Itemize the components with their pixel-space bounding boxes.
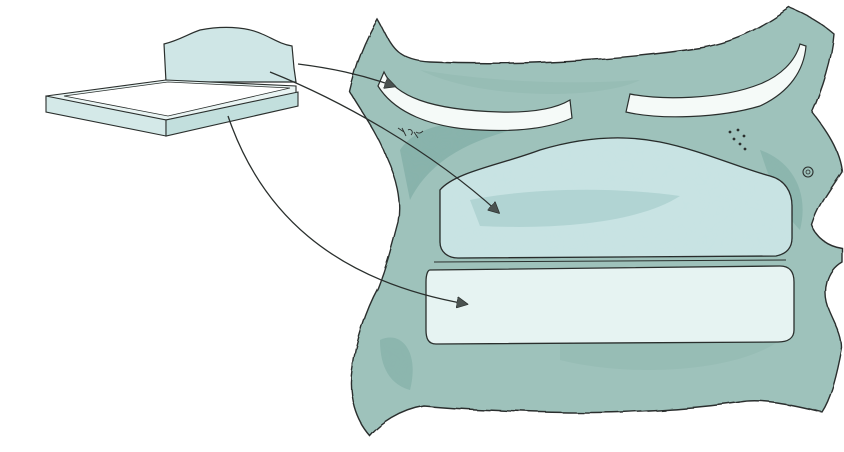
tray-backboard (164, 27, 296, 82)
tray-assembly (46, 27, 298, 136)
hide-panel-tray (426, 266, 794, 344)
hide-piece (350, 8, 842, 436)
